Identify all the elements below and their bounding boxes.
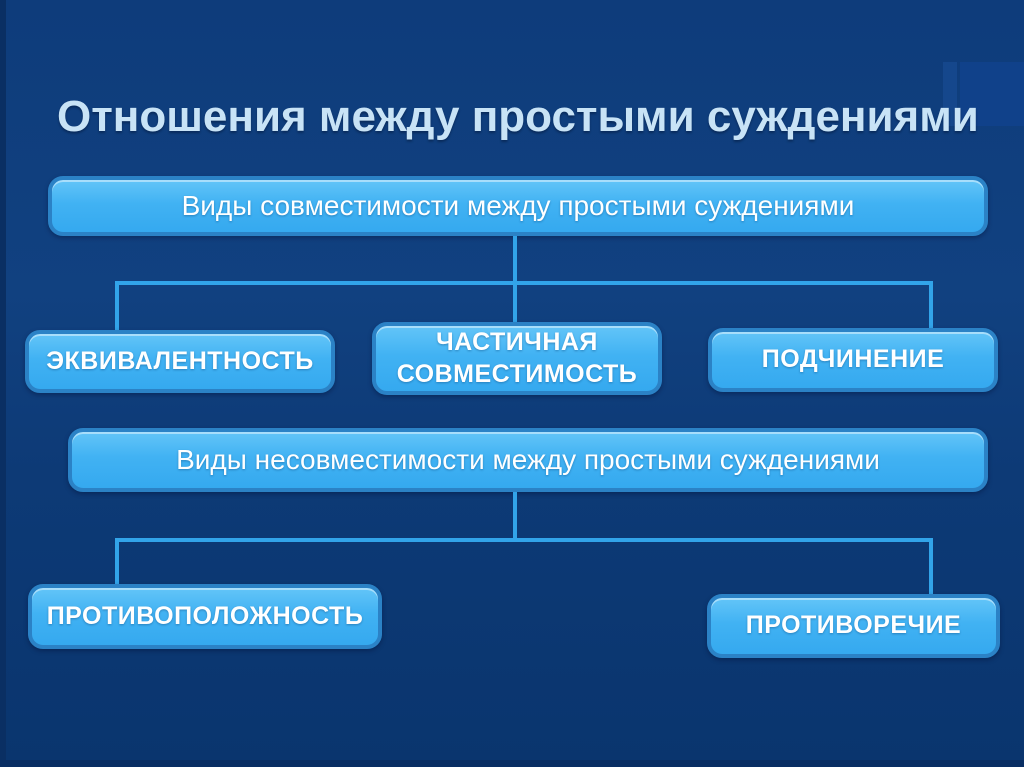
slide-title: Отношения между простыми суждениями: [57, 92, 979, 141]
connector-s1-stem: [513, 236, 517, 284]
corner-decoration-bar: [943, 62, 957, 126]
connector-s2-horizontal: [115, 538, 933, 542]
equivalence-box: ЭКВИВАЛЕНТНОСТЬ: [25, 330, 335, 393]
subordination-box: ПОДЧИНЕНИЕ: [708, 328, 998, 392]
incompatibility-header-box: Виды несовместимости между простыми сужд…: [68, 428, 988, 492]
corner-decoration-rect: [960, 62, 1024, 126]
connector-s2-stem: [513, 492, 517, 540]
left-edge-strip: [0, 0, 6, 767]
partial-compatibility-box: ЧАСТИЧНАЯ СОВМЕСТИМОСТЬ: [372, 322, 662, 395]
compatibility-header-box: Виды совместимости между простыми сужден…: [48, 176, 988, 236]
connector-s1-drop-middle: [513, 281, 517, 322]
connector-s1-horizontal: [115, 281, 933, 285]
connector-s2-drop-left: [115, 538, 119, 585]
connector-s1-drop-right: [929, 281, 933, 330]
contradiction-box: ПРОТИВОРЕЧИЕ: [707, 594, 1000, 658]
opposition-box: ПРОТИВОПОЛОЖНОСТЬ: [28, 584, 382, 649]
connector-s1-drop-left: [115, 281, 119, 330]
bottom-edge-strip: [0, 760, 1024, 767]
connector-s2-drop-right: [929, 538, 933, 594]
